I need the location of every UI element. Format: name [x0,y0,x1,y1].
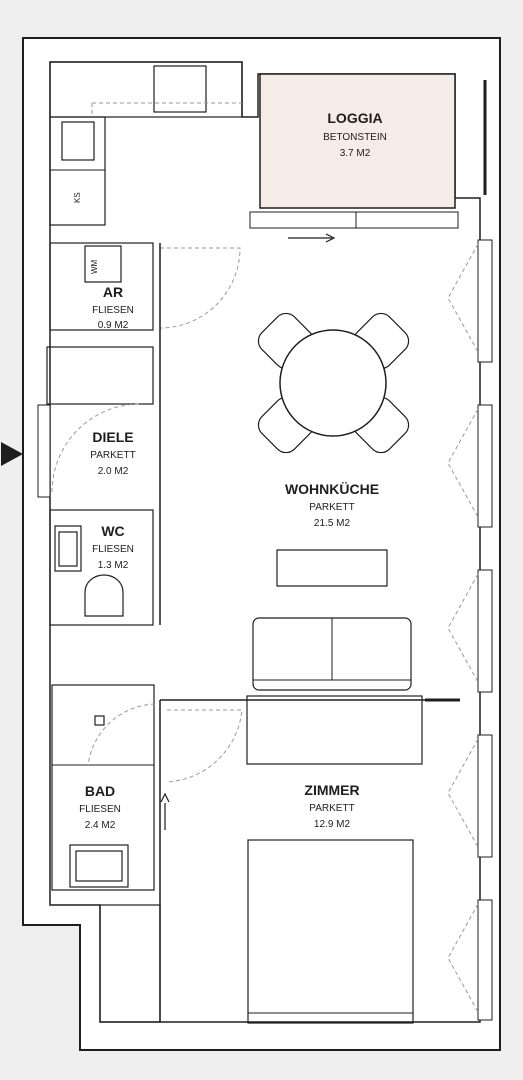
room-name-diele: DIELE [92,429,133,445]
dining-table [279,329,387,437]
room-ar [49,242,154,331]
tv-board [276,549,388,587]
wc-washbasin [54,525,82,572]
room-area-zimmer: 12.9 M2 [314,819,351,830]
room-floor-zimmer: PARKETT [309,803,354,814]
bad-washbasin [69,844,129,888]
bed [247,839,414,1024]
triangle-right-icon [1,442,23,466]
room-name-zimmer: ZIMMER [304,782,359,798]
wardrobe [99,904,161,1023]
kitchen-counter [49,61,243,118]
room-floor-diele: PARKETT [90,450,135,461]
kitchen-counter-side [49,116,106,226]
sofa [252,617,412,691]
window-set [447,239,493,1021]
room-name-bad: BAD [85,783,115,799]
kitchen-sink [61,121,95,161]
room-area-bad: 2.4 M2 [85,820,116,831]
kitchen-door-swing [91,102,242,117]
room-floor-ar: FLIESEN [92,305,134,316]
bad-door-swing [87,703,156,767]
room-area-loggia: 3.7 M2 [340,148,371,159]
bad-washbasin-inner [75,850,123,882]
arrow-icon [288,233,336,243]
room-area-wohnkueche: 21.5 M2 [314,518,351,529]
loggia-area [259,73,456,209]
room-name-wc: WC [101,523,124,539]
room-area-ar: 0.9 M2 [98,320,129,331]
room-name-wohnkueche: WOHNKÜCHE [285,481,379,497]
wm-label: WM [90,259,99,274]
kitchen-cooktop [153,65,207,113]
room-floor-wc: FLIESEN [92,544,134,555]
wc-toilet [84,574,124,617]
room-name-ar: AR [103,284,123,300]
room-name-loggia: LOGGIA [327,110,382,126]
room-floor-loggia: BETONSTEIN [323,132,387,143]
diele-door-swing [51,403,141,493]
room-bad [51,684,155,891]
room-floor-wohnkueche: PARKETT [309,502,354,513]
sideboard [246,695,423,765]
entrance-door-frame [37,404,51,498]
arrow-icon [160,792,170,830]
wc-washbasin-inner [58,531,78,567]
room-area-diele: 2.0 M2 [98,466,129,477]
room-floor-bad: FLIESEN [79,804,121,815]
room-wc [49,509,154,626]
room-area-wc: 1.3 M2 [98,560,129,571]
loggia-window [249,211,459,229]
bad-shower-drain [94,715,105,726]
dining-set [257,312,410,454]
diele-wall-block [46,346,154,405]
washing-machine [84,245,122,283]
ks-label: KS [73,192,82,203]
zimmer-door-swing [166,709,243,783]
